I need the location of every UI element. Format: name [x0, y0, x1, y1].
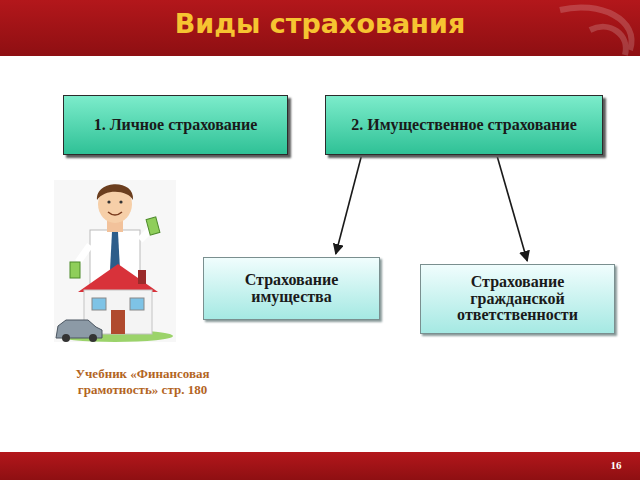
insurance-picture: [54, 180, 176, 342]
window: [92, 298, 106, 310]
eye: [107, 200, 110, 203]
picture-ground: [54, 180, 176, 342]
box-text: 1. Личное страхование: [86, 113, 266, 138]
category-box: 1. Личное страхование: [63, 95, 288, 155]
box-text: Страхование гражданской ответственности: [421, 270, 614, 328]
category-box: 2. Имущественное страхование: [325, 95, 603, 155]
subtype-box: Страхование гражданской ответственности: [420, 264, 615, 334]
subtype-box: Страхование имущества: [203, 257, 380, 320]
smile: [108, 212, 122, 215]
money: [70, 262, 80, 278]
door: [111, 310, 125, 334]
chimney: [138, 270, 146, 284]
connector-arrow: [497, 157, 527, 261]
box-text: Страхование имущества: [204, 268, 379, 310]
wheel: [62, 334, 70, 342]
arm: [78, 245, 90, 262]
house-roof: [78, 264, 158, 292]
money: [146, 217, 160, 235]
connector-arrow: [336, 157, 361, 254]
window: [130, 298, 144, 310]
wheel: [89, 334, 97, 342]
book-reference: Учебник «Финансовая грамотность» стр. 18…: [70, 366, 215, 398]
box-text: 2. Имущественное страхование: [343, 113, 585, 138]
hair: [97, 184, 133, 200]
slide-title: Виды страхования: [0, 8, 640, 39]
page-number: 16: [600, 459, 632, 471]
header-swirl: [560, 7, 632, 55]
footer-band: [0, 452, 640, 480]
swirl-line: [590, 27, 626, 55]
eye: [119, 200, 122, 203]
